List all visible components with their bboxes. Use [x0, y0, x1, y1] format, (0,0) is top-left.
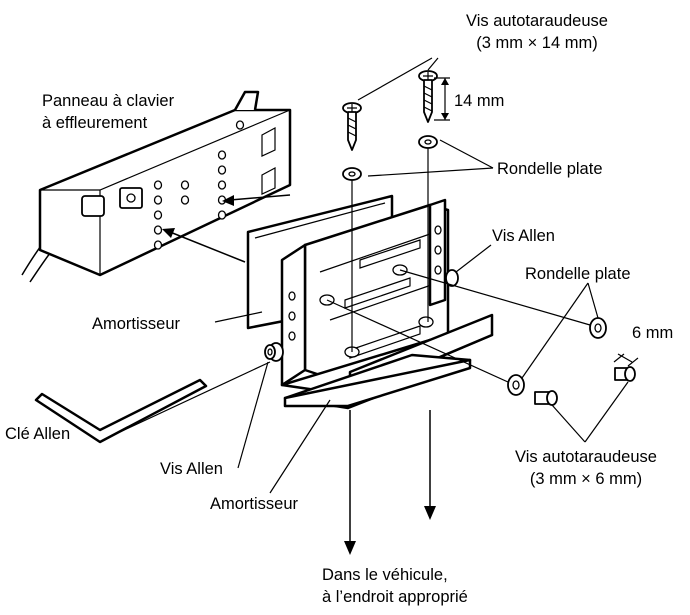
label-dim-6mm: 6 mm: [632, 324, 673, 342]
self-tapping-screw-top-1: [342, 102, 362, 151]
label-damper-left: Amortisseur: [92, 315, 181, 333]
label-flat-washer-top: Rondelle plate: [497, 160, 603, 178]
leader-lines: [119, 57, 629, 494]
dim-14mm-indicator: [434, 77, 450, 121]
label-self-tapping-bottom-size: (3 mm × 6 mm): [530, 470, 642, 488]
label-allen-screw-right: Vis Allen: [492, 227, 555, 245]
self-tapping-screw-top-2: [418, 70, 438, 123]
label-dim-14mm: 14 mm: [454, 92, 504, 110]
label-vehicle-line2: à l’endroit approprié: [322, 588, 468, 606]
label-panel-line2: à effleurement: [42, 114, 148, 132]
allen-screw-right: [445, 269, 459, 287]
touch-panel: [21, 90, 292, 283]
label-damper-bottom: Amortisseur: [210, 495, 299, 513]
label-vehicle-line1: Dans le véhicule,: [322, 566, 448, 584]
label-flat-washer-right: Rondelle plate: [525, 265, 631, 283]
panel-holes: [153, 120, 245, 250]
self-tapping-screw-bottom-1: [534, 390, 558, 406]
label-allen-screw-bottom: Vis Allen: [160, 460, 223, 478]
dim-6mm-indicator: [613, 353, 639, 367]
label-self-tapping-top-size: (3 mm × 14 mm): [476, 34, 597, 52]
label-panel-line1: Panneau à clavier: [42, 92, 175, 110]
label-self-tapping-top-title: Vis autotaraudeuse: [466, 12, 608, 30]
allen-key: [34, 378, 208, 444]
label-allen-key: Clé Allen: [5, 425, 70, 443]
self-tapping-screw-bottom-2: [614, 366, 636, 382]
allen-screw-front: [264, 342, 284, 362]
label-self-tapping-bottom-title: Vis autotaraudeuse: [515, 448, 657, 466]
